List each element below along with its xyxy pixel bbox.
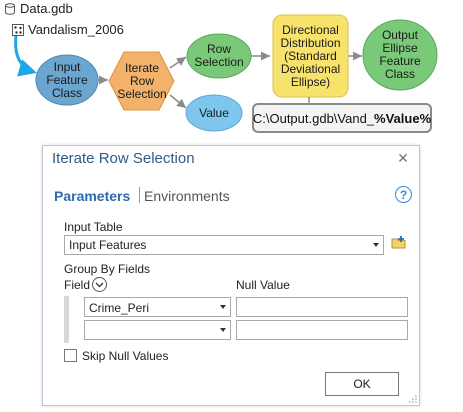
- browse-folder-icon[interactable]: [391, 235, 407, 251]
- field-value: Crime_Peri: [89, 301, 150, 315]
- group-by-label: Group By Fields: [64, 262, 151, 276]
- directional-distribution-node[interactable]: [272, 14, 349, 98]
- chevron-down-icon: [373, 243, 379, 247]
- directional-label: Directional Distribution (Standard Devia…: [280, 22, 341, 89]
- connector-iterate-row: [169, 56, 187, 69]
- input-feature-class-node[interactable]: [35, 54, 99, 106]
- field-dropdown[interactable]: [84, 320, 231, 340]
- iterate-row-selection-dialog: Iterate Row Selection ✕ Parameters Envir…: [42, 145, 420, 406]
- output-path-variable: %Value%: [374, 110, 432, 126]
- feature-class-label: Vandalism_2006: [28, 22, 124, 37]
- dialog-title: Iterate Row Selection: [52, 150, 195, 167]
- connector-iterate-value: [169, 94, 187, 109]
- drag-connector: [14, 35, 37, 77]
- resize-grip-icon[interactable]: [409, 395, 417, 403]
- null-value-field[interactable]: [236, 320, 408, 340]
- null-value-field[interactable]: [236, 297, 408, 317]
- row-selection-node[interactable]: [186, 33, 252, 79]
- skip-null-checkbox[interactable]: [64, 349, 77, 362]
- iterate-node-label: Iterate Row Selection: [117, 60, 167, 101]
- input-node-label: Input Feature Class: [46, 59, 88, 100]
- iterate-row-selection-node[interactable]: [108, 51, 175, 111]
- ok-button[interactable]: OK: [325, 372, 399, 396]
- output-ellipse-node[interactable]: [362, 19, 438, 91]
- output-label: Output Ellipse Feature Class: [379, 28, 421, 81]
- value-node[interactable]: [185, 94, 243, 132]
- field-header: Field: [64, 278, 91, 292]
- close-icon[interactable]: ✕: [397, 149, 409, 166]
- input-table-label: Input Table: [64, 220, 123, 234]
- diagram-canvas: [14, 14, 438, 132]
- output-path-prefix: C:\Output.gdb\Vand_: [252, 110, 375, 126]
- group-row-handle[interactable]: [64, 296, 69, 343]
- help-icon[interactable]: ?: [395, 186, 412, 203]
- field-dropdown[interactable]: Crime_Peri: [84, 297, 231, 317]
- expand-chevron-icon[interactable]: [92, 277, 107, 292]
- tab-separator: [139, 187, 140, 203]
- output-path-label[interactable]: C:\Output.gdb\Vand_%Value%: [252, 103, 432, 133]
- null-value-header: Null Value: [236, 278, 290, 292]
- database-icon: [5, 2, 15, 15]
- tree-item-database[interactable]: Data.gdb: [4, 1, 73, 16]
- skip-null-label: Skip Null Values: [82, 349, 169, 363]
- database-label: Data.gdb: [20, 1, 73, 16]
- tab-parameters[interactable]: Parameters: [54, 188, 131, 204]
- chevron-down-icon: [220, 328, 226, 332]
- input-table-value: Input Features: [69, 238, 147, 252]
- row-selection-label: Row Selection: [194, 42, 244, 69]
- tab-environments[interactable]: Environments: [144, 188, 230, 204]
- point-feature-class-icon: [12, 23, 24, 36]
- tree-item-feature-class[interactable]: Vandalism_2006: [12, 22, 124, 37]
- value-label: Value: [199, 105, 229, 120]
- input-table-dropdown[interactable]: Input Features: [64, 235, 384, 255]
- chevron-down-icon: [220, 305, 226, 309]
- model-diagram: Data.gdb Vandalism_2006: [0, 0, 463, 140]
